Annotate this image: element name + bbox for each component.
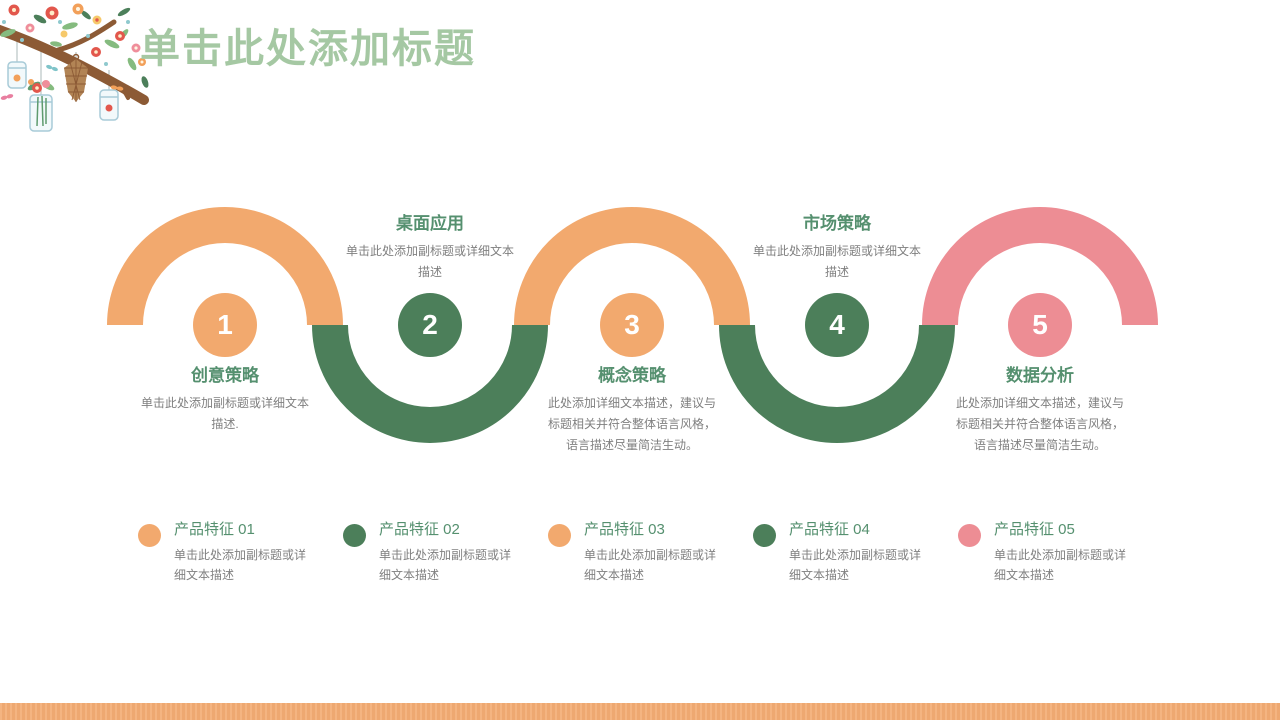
step-circle-2: 2 <box>398 293 462 357</box>
feature-description: 单击此处添加副标题或详 细文本描述 <box>379 548 512 582</box>
feature-bullet-icon <box>548 524 571 547</box>
arc-step-1 <box>107 207 343 326</box>
feature-item-3: 产品特征 03 单击此处添加副标题或详 细文本描述 <box>548 518 744 585</box>
step-title: 桌面应用 <box>396 214 464 233</box>
feature-bullet-icon <box>753 524 776 547</box>
slide-title: 单击此处添加标题 <box>140 27 476 71</box>
feature-description: 单击此处添加副标题或详 细文本描述 <box>994 548 1127 582</box>
arc-step-2 <box>312 324 548 443</box>
feature-title: 产品特征 03 <box>584 521 665 538</box>
feature-description: 单击此处添加副标题或详 细文本描述 <box>174 548 307 582</box>
feature-title: 产品特征 02 <box>379 521 460 538</box>
feature-bullet-icon <box>958 524 981 547</box>
hanging-jar-right <box>99 89 119 121</box>
step-label-5: 数据分析 此处添加详细文本描述，建议与 标题相关并符合整体语言风格， 语言描述尽… <box>908 361 1172 456</box>
hanging-jar-left <box>7 61 27 89</box>
wicker-lantern <box>64 53 88 102</box>
bottom-accent-bar <box>0 703 1280 720</box>
floral-branch-illustration <box>0 3 149 132</box>
step-title: 数据分析 <box>1006 366 1074 385</box>
step-label-3: 概念策略 此处添加详细文本描述，建议与 标题相关并符合整体语言风格， 语言描述尽… <box>500 361 764 456</box>
step-number: 2 <box>422 309 438 340</box>
arc-step-3 <box>514 207 750 326</box>
feature-item-1: 产品特征 01 单击此处添加副标题或详 细文本描述 <box>138 518 334 585</box>
feature-bullet-icon <box>138 524 161 547</box>
step-circle-1: 1 <box>193 293 257 357</box>
step-label-4: 市场策略 单击此处添加副标题或详细文本 描述 <box>705 209 969 283</box>
feature-description: 单击此处添加副标题或详 细文本描述 <box>789 548 922 582</box>
step-number: 4 <box>829 309 845 340</box>
step-title: 概念策略 <box>598 366 666 385</box>
step-description: 单击此处添加副标题或详细文本 描述 <box>345 244 514 279</box>
feature-item-4: 产品特征 04 单击此处添加副标题或详 细文本描述 <box>753 518 949 585</box>
arc-step-5 <box>922 207 1158 326</box>
feature-title: 产品特征 05 <box>994 521 1075 538</box>
step-number: 3 <box>624 309 640 340</box>
step-circle-3: 3 <box>600 293 664 357</box>
step-description: 单击此处添加副标题或详细文本 描述. <box>140 396 309 431</box>
step-title: 市场策略 <box>803 214 871 233</box>
bouquet-jar <box>27 79 55 132</box>
feature-description: 单击此处添加副标题或详 细文本描述 <box>584 548 717 582</box>
step-number: 5 <box>1032 309 1048 340</box>
step-number: 1 <box>217 309 233 340</box>
feature-bullet-icon <box>343 524 366 547</box>
butterflies <box>0 64 124 100</box>
step-description: 此处添加详细文本描述，建议与 标题相关并符合整体语言风格， 语言描述尽量简洁生动… <box>547 396 716 452</box>
arc-step-4 <box>719 324 955 443</box>
step-description: 单击此处添加副标题或详细文本 描述 <box>752 244 921 279</box>
step-label-2: 桌面应用 单击此处添加副标题或详细文本 描述 <box>298 209 562 283</box>
feature-title: 产品特征 04 <box>789 521 870 538</box>
feature-item-2: 产品特征 02 单击此处添加副标题或详 细文本描述 <box>343 518 539 585</box>
step-title: 创意策略 <box>191 366 259 385</box>
step-circle-4: 4 <box>805 293 869 357</box>
step-description: 此处添加详细文本描述，建议与 标题相关并符合整体语言风格， 语言描述尽量简洁生动… <box>955 396 1124 452</box>
flowers <box>2 3 146 66</box>
feature-item-5: 产品特征 05 单击此处添加副标题或详 细文本描述 <box>958 518 1154 585</box>
feature-title: 产品特征 01 <box>174 521 255 538</box>
step-label-1: 创意策略 单击此处添加副标题或详细文本 描述. <box>93 361 357 435</box>
step-circle-5: 5 <box>1008 293 1072 357</box>
